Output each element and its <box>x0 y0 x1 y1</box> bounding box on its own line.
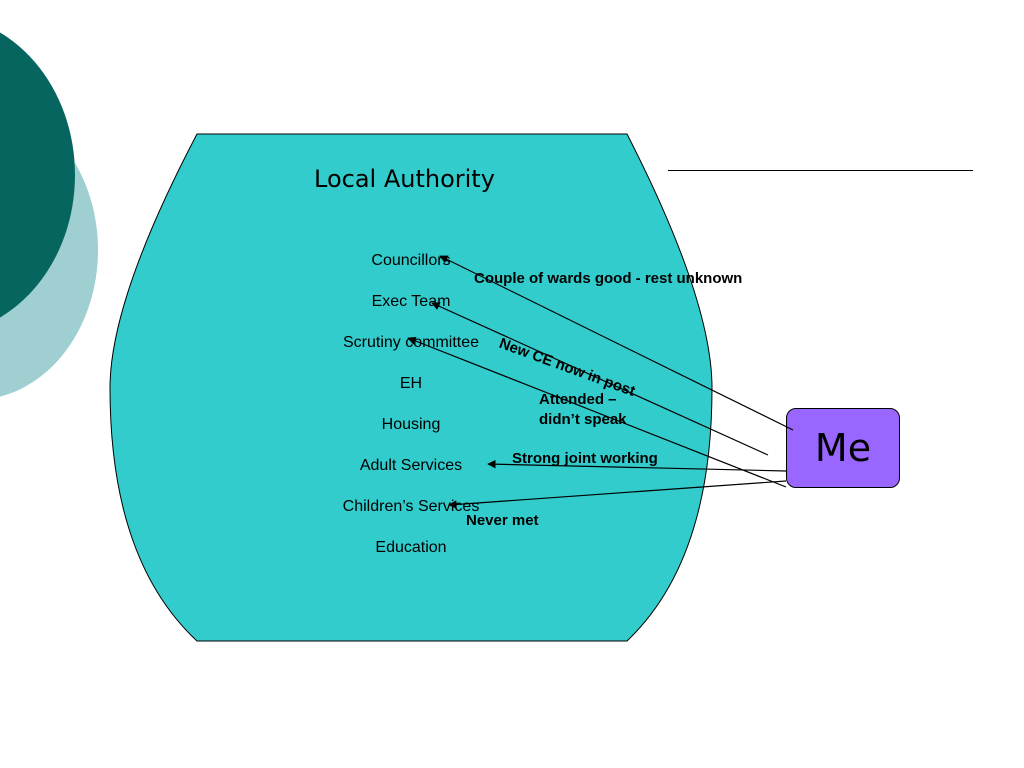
me-label: Me <box>814 426 872 470</box>
note-childrens-services: Never met <box>466 512 539 529</box>
dept-eh: EH <box>399 375 423 392</box>
me-box: Me <box>786 408 900 488</box>
note-councillors: Couple of wards good - rest unknown <box>474 270 743 287</box>
local-authority-title: Local Authority <box>314 165 495 193</box>
dept-childrens-services: Children’s Services <box>342 498 480 515</box>
note-scrutiny-line2: didn’t speak <box>539 411 627 428</box>
note-scrutiny-line1: Attended – <box>539 391 617 408</box>
dept-adult-services: Adult Services <box>359 457 463 474</box>
dept-exec-team: Exec Team <box>371 293 451 310</box>
dept-councillors: Councillors <box>371 252 451 269</box>
dept-housing: Housing <box>381 416 441 433</box>
title-rule <box>668 170 973 171</box>
note-adult-services: Strong joint working <box>512 450 658 467</box>
dept-scrutiny-committee: Scrutiny committee <box>342 334 480 351</box>
dept-education: Education <box>375 539 447 556</box>
